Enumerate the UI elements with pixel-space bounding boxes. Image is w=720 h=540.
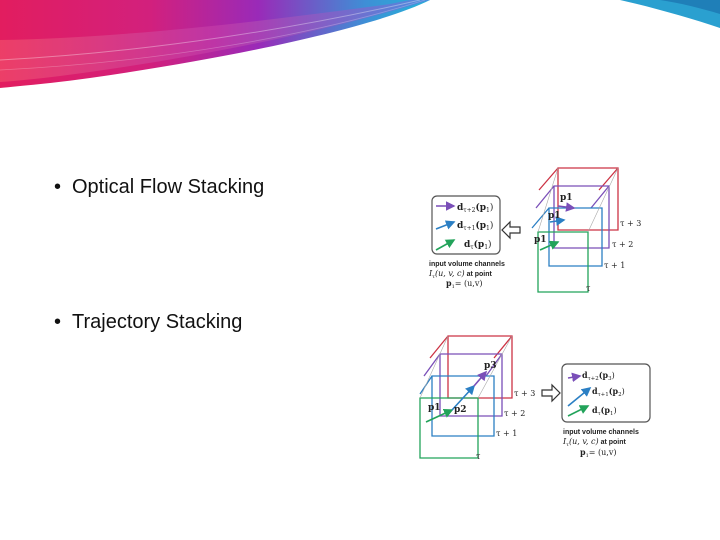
- caption-input-volume: input volume channels: [563, 429, 639, 436]
- cube-label-p-mid: p1: [548, 211, 561, 221]
- frame-cube-green: [537, 231, 589, 293]
- right-arrow-icon: [541, 383, 561, 403]
- cube-label-p1: p1: [428, 403, 441, 413]
- caption-point-math: p1= (u,v): [580, 447, 616, 459]
- bullet-marker: •: [54, 176, 62, 198]
- bullet-optical-flow-stacking: • Optical Flow Stacking: [54, 176, 264, 199]
- depth-label-tau-2: τ + 2: [612, 240, 633, 249]
- left-arrow-icon: [501, 220, 521, 240]
- bullet-text: Optical Flow Stacking: [72, 176, 265, 198]
- depth-label-tau-2: τ + 2: [504, 409, 525, 418]
- flow-arrow-green: [435, 239, 456, 251]
- panel-arrow-green: [567, 405, 590, 417]
- panel-row-3: dτ(p1): [464, 239, 492, 251]
- depth-label-tau: τ: [586, 284, 591, 293]
- cube-label-p-front: p1: [534, 235, 547, 245]
- trajectory-stacking-figure: p3 p1 p2 τ + 3 τ + 2 τ + 1 τ dτ+2(p3) dτ…: [419, 335, 651, 461]
- panel-row-1: dτ+2(p1): [457, 202, 493, 214]
- caption-channel-math: Iτ(u, v, c)at point: [562, 437, 627, 448]
- depth-label-tau-1: τ + 1: [496, 429, 517, 438]
- flow-arrow-blue: [435, 220, 456, 230]
- bullet-text: Trajectory Stacking: [72, 311, 243, 333]
- cube-flow-arrow-purple: [557, 202, 576, 212]
- panel-row-1: dτ+2(p3): [582, 370, 615, 382]
- panel-row-3: dτ(p1): [592, 405, 617, 417]
- caption-channel-math: Iτ(u, v, c)at point: [428, 269, 493, 280]
- cube-flow-arrow-green: [539, 240, 560, 251]
- traj-arrow-purple: [473, 370, 488, 387]
- bullet-marker: •: [54, 311, 62, 333]
- panel-row-2: dτ+1(p2): [592, 386, 625, 398]
- depth-label-tau: τ: [476, 452, 481, 461]
- depth-label-tau-3: τ + 3: [514, 389, 535, 398]
- panel-arrow-purple: [567, 372, 582, 383]
- traj-arrow-green: [425, 408, 454, 423]
- cube-label-p3: p3: [484, 361, 497, 371]
- panel-arrow-blue: [567, 386, 592, 407]
- decorative-banner: [0, 0, 720, 88]
- cube-label-p-top: p1: [560, 193, 573, 203]
- depth-label-tau-1: τ + 1: [604, 261, 625, 270]
- traj-arrow-blue: [451, 384, 476, 411]
- caption-input-volume: input volume channels: [429, 261, 505, 268]
- cube-label-p2: p2: [454, 405, 467, 415]
- caption-point-math: p1= (u,v): [446, 278, 482, 290]
- panel-row-2: dτ+1(p1): [457, 220, 493, 232]
- frame-cube-green: [419, 397, 479, 459]
- cube-flow-arrow-blue: [549, 216, 566, 226]
- optical-flow-stacking-figure: dτ+2(p1) dτ+1(p1) dτ(p1) input volume ch…: [428, 167, 641, 293]
- frame-cube-purple: [423, 353, 503, 417]
- depth-label-tau-3: τ + 3: [620, 219, 641, 228]
- bullet-trajectory-stacking: • Trajectory Stacking: [54, 311, 242, 334]
